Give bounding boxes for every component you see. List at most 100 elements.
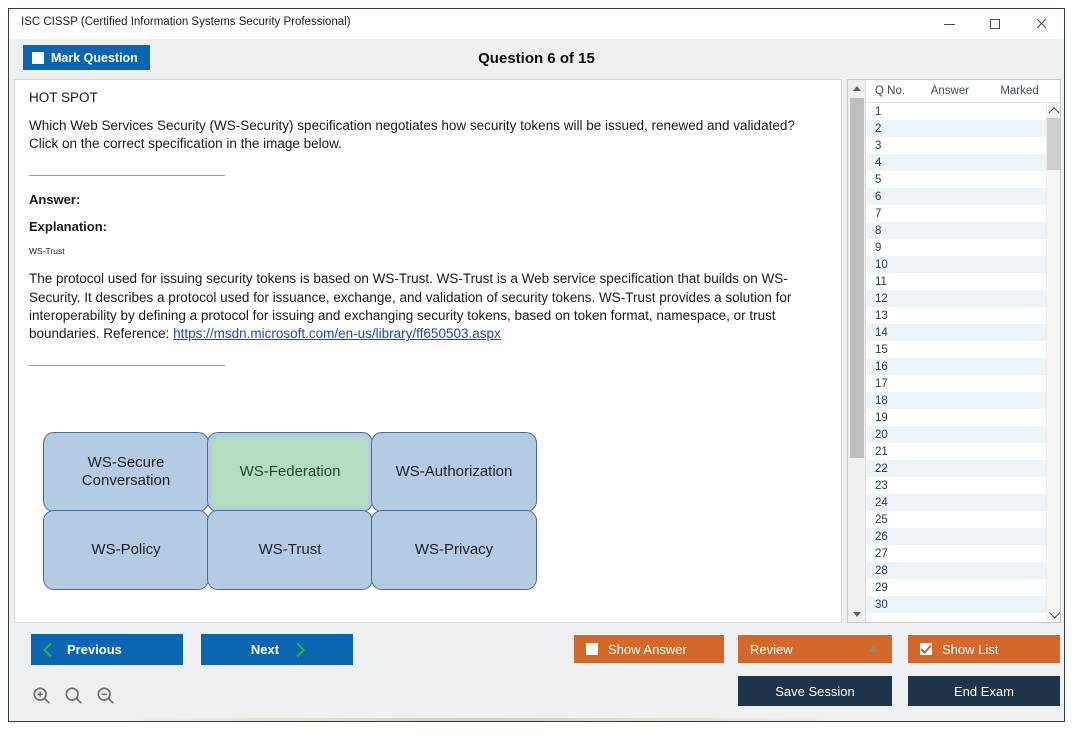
minimize-button[interactable] (926, 9, 972, 39)
hotspot-box-ws-policy[interactable]: WS-Policy (43, 510, 209, 590)
table-row[interactable]: 28 (867, 562, 1046, 579)
table-row[interactable]: 23 (867, 477, 1046, 494)
pane-scrollbar-thumb[interactable] (850, 98, 864, 458)
table-row[interactable]: 10 (867, 256, 1046, 273)
cell-qno: 3 (875, 139, 882, 152)
hotspot-box-ws-secure-conversation[interactable]: WS-Secure Conversation (43, 432, 209, 512)
hotspot-box-label: WS-Authorization (395, 463, 513, 480)
previous-button[interactable]: Previous (31, 634, 183, 665)
cell-qno: 7 (875, 207, 882, 220)
hotspot-box-ws-authorization[interactable]: WS-Authorization (371, 432, 537, 512)
maximize-icon (990, 19, 1000, 29)
table-row[interactable]: 22 (867, 460, 1046, 477)
maximize-button[interactable] (972, 9, 1018, 39)
table-row[interactable]: 12 (867, 290, 1046, 307)
table-row[interactable]: 1 (867, 103, 1046, 120)
minimize-icon (943, 23, 955, 25)
save-session-button[interactable]: Save Session (738, 676, 892, 706)
hotspot-box-ws-trust[interactable]: WS-Trust (207, 510, 373, 590)
cell-qno: 17 (875, 377, 888, 390)
table-row[interactable]: 18 (867, 392, 1046, 409)
next-button[interactable]: Next (201, 634, 353, 665)
hotspot-box-ws-privacy[interactable]: WS-Privacy (371, 510, 537, 590)
end-exam-label: End Exam (954, 683, 1014, 699)
close-button[interactable] (1018, 9, 1064, 39)
table-row[interactable]: 7 (867, 205, 1046, 222)
triangle-down-icon (853, 611, 861, 617)
pane-scroll-down-button[interactable] (848, 606, 866, 622)
table-row[interactable]: 11 (867, 273, 1046, 290)
previous-button-label: Previous (67, 642, 122, 657)
table-row[interactable]: 3 (867, 137, 1046, 154)
list-scroll-up-button[interactable] (1047, 103, 1060, 119)
mark-question-label: Mark Question (51, 50, 138, 65)
chevron-down-icon (1048, 607, 1060, 619)
question-header-bar: Mark Question Question 6 of 15 (9, 39, 1064, 77)
list-scrollbar-thumb[interactable] (1047, 118, 1060, 170)
hotspot-box-label: WS-Policy (91, 541, 161, 558)
mark-question-checkbox-icon[interactable] (32, 51, 44, 64)
table-row[interactable]: 20 (867, 426, 1046, 443)
table-row[interactable]: 4 (867, 154, 1046, 171)
table-row[interactable]: 29 (867, 579, 1046, 596)
mark-question-button[interactable]: Mark Question (23, 45, 150, 70)
answer-label: Answer: (29, 192, 81, 208)
show-list-checkbox-icon[interactable] (920, 643, 932, 655)
table-row[interactable]: 2 (867, 120, 1046, 137)
cell-qno: 12 (875, 292, 888, 305)
table-row[interactable]: 27 (867, 545, 1046, 562)
list-scrollbar[interactable] (1046, 103, 1060, 622)
table-row[interactable]: 14 (867, 324, 1046, 341)
hotspot-box-label: WS-Federation (239, 463, 341, 480)
bottom-edge-tint (129, 718, 829, 721)
zoom-in-icon[interactable] (31, 685, 53, 707)
end-exam-button[interactable]: End Exam (908, 676, 1060, 706)
exam-application-window: ISC CISSP (Certified Information Systems… (8, 8, 1065, 722)
table-row[interactable]: 25 (867, 511, 1046, 528)
table-row[interactable]: 24 (867, 494, 1046, 511)
reference-link[interactable]: https://msdn.microsoft.com/en-us/library… (173, 326, 501, 342)
triangle-up-icon (853, 85, 861, 91)
hotspot-box-label: WS-Privacy (414, 541, 494, 558)
column-header-marked: Marked (1000, 85, 1039, 97)
table-row[interactable]: 26 (867, 528, 1046, 545)
table-row[interactable]: 30 (867, 596, 1046, 613)
cell-qno: 19 (875, 411, 888, 424)
table-row[interactable]: 17 (867, 375, 1046, 392)
next-button-label: Next (250, 642, 280, 657)
cell-qno: 1 (875, 105, 882, 118)
hotspot-box-ws-federation[interactable]: WS-Federation (207, 432, 373, 512)
hotspot-box-label: WS-Secure Conversation (81, 454, 171, 489)
table-row[interactable]: 15 (867, 341, 1046, 358)
explanation-paragraph: The protocol used for issuing security t… (29, 271, 792, 342)
show-answer-checkbox-icon[interactable] (586, 643, 598, 655)
review-dropdown[interactable]: Review (738, 635, 892, 663)
zoom-out-icon[interactable] (95, 685, 117, 707)
cell-qno: 22 (875, 462, 888, 475)
table-row[interactable]: 8 (867, 222, 1046, 239)
cell-qno: 6 (875, 190, 882, 203)
table-row[interactable]: 21 (867, 443, 1046, 460)
pane-scrollbar[interactable] (848, 80, 866, 622)
show-answer-label: Show Answer (608, 641, 687, 657)
table-row[interactable]: 16 (867, 358, 1046, 375)
show-list-button[interactable]: Show List (908, 635, 1060, 663)
cell-qno: 24 (875, 496, 888, 509)
table-row[interactable]: 6 (867, 188, 1046, 205)
show-answer-button[interactable]: Show Answer (574, 635, 724, 663)
pane-scroll-up-button[interactable] (848, 80, 866, 96)
title-bar: ISC CISSP (Certified Information Systems… (9, 9, 1064, 39)
table-row[interactable]: 5 (867, 171, 1046, 188)
explanation-text: The protocol used for issuing security t… (29, 270, 827, 343)
table-row[interactable]: 13 (867, 307, 1046, 324)
zoom-controls (31, 685, 117, 707)
table-row[interactable]: 9 (867, 239, 1046, 256)
zoom-reset-icon[interactable] (63, 685, 85, 707)
chevron-up-icon (1047, 107, 1060, 119)
table-row[interactable]: 19 (867, 409, 1046, 426)
cell-qno: 10 (875, 258, 888, 271)
list-scroll-down-button[interactable] (1047, 607, 1060, 622)
cell-qno: 8 (875, 224, 882, 237)
cell-qno: 13 (875, 309, 888, 322)
